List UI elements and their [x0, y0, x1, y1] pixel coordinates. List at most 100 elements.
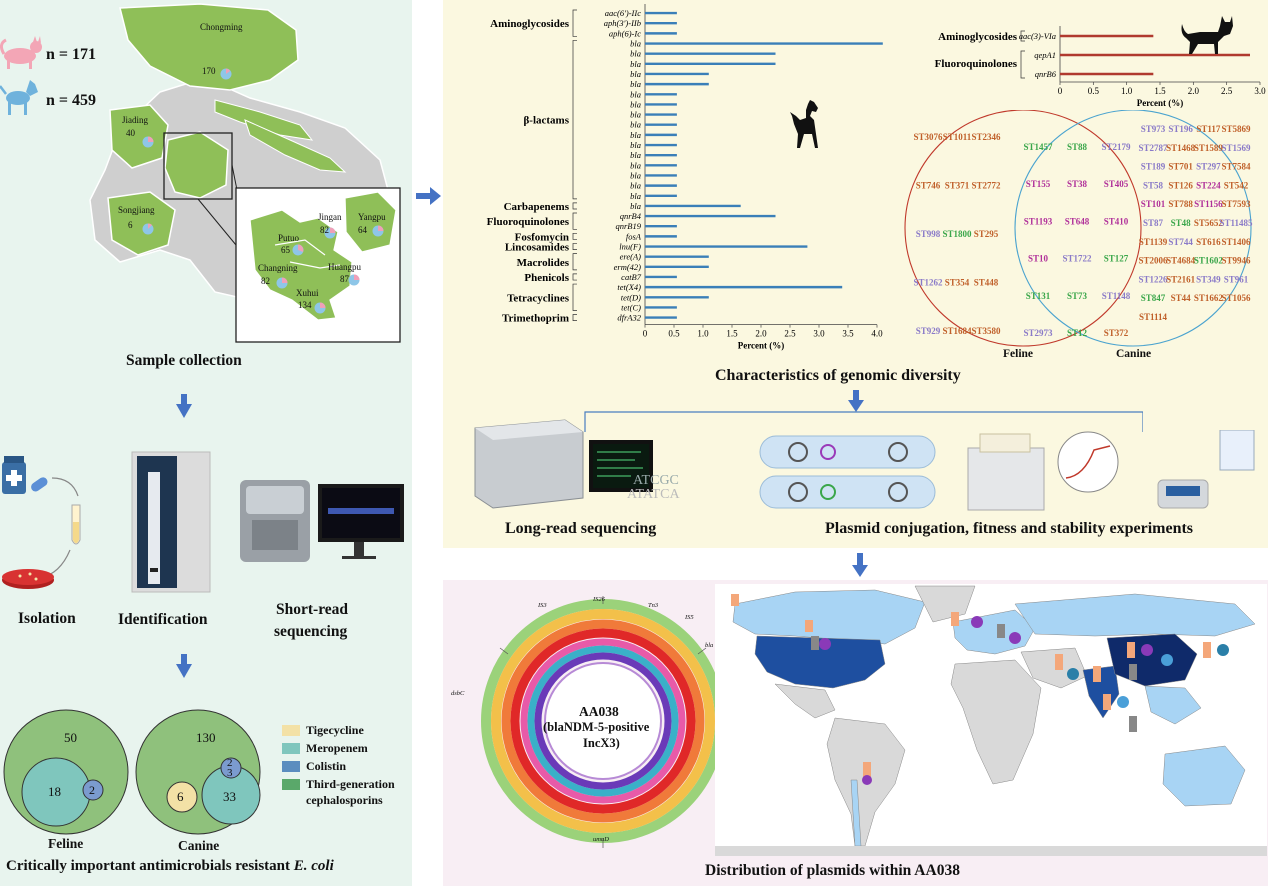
jiading-district [109, 104, 169, 169]
st-label: ST2179 [1101, 142, 1131, 152]
group-label: Tetracyclines [507, 292, 570, 304]
region-songjiang: Songjiang [118, 205, 155, 215]
x-tick-label: 0.5 [668, 329, 680, 339]
st-label: ST973 [1141, 124, 1166, 134]
st-label: ST1457 [1023, 142, 1053, 152]
st-label: ST2006 [1138, 256, 1168, 266]
x-tick-label: 3.0 [1254, 86, 1266, 96]
region-jiading: Jiading [122, 115, 148, 125]
feline-venn [3, 709, 129, 835]
x-tick-label: 4.0 [871, 329, 883, 339]
plasmid-experiment-icons [759, 430, 1255, 511]
resistance-gene-bar-chart: aac(6')-IIcaph(3')-IIbaph(6)-Icblablabla… [487, 4, 883, 351]
usa-shape [754, 635, 886, 689]
x-axis-title: Percent (%) [1137, 98, 1184, 108]
ring-subtitle-2: IncX3) [583, 736, 620, 750]
st-label: ST5869 [1221, 124, 1251, 134]
st-label: ST189 [1141, 162, 1166, 172]
st-label: ST1148 [1102, 291, 1131, 301]
legend-third-gen: Third-generation [306, 777, 395, 791]
st-label: ST1569 [1221, 143, 1251, 153]
gene-label: bla [630, 160, 641, 170]
diversity-caption: Characteristics of genomic diversity [715, 367, 961, 384]
st-label: ST117 [1196, 124, 1221, 134]
cat-icon [0, 36, 42, 69]
st-label: ST1722 [1062, 254, 1092, 264]
st-label: ST929 [916, 326, 941, 336]
feline-label: Feline [48, 836, 84, 851]
greenland-shape [914, 585, 976, 623]
gene-label: catB7 [621, 272, 642, 282]
feline-small-count: 2 [89, 783, 95, 797]
gene-label: bla [630, 39, 641, 49]
dog-silhouette-icon [790, 100, 818, 148]
long-read-sequencer-icon: ATCGC ATATCA [474, 419, 680, 509]
st-label: ST10 [1028, 254, 1049, 264]
x-axis-title: Percent (%) [738, 341, 785, 351]
st-label: ST4684 [1166, 256, 1196, 266]
dog-icon [0, 80, 38, 115]
st-label: ST295 [974, 229, 999, 239]
st-label: ST372 [1104, 328, 1129, 338]
x-tick-label: 0.5 [1088, 86, 1100, 96]
left-panel-graphics [0, 3, 404, 835]
group-bracket [572, 40, 577, 200]
st-label: ST1406 [1221, 237, 1251, 247]
gene-label: bla [630, 181, 641, 191]
st-label: ST542 [1224, 180, 1249, 190]
st-label: ST58 [1143, 180, 1164, 190]
ring-gene-3: Tn3 [648, 602, 659, 609]
st-label: ST44 [1171, 293, 1192, 303]
st-label: ST297 [1196, 162, 1221, 172]
canine-label: Canine [178, 838, 220, 853]
legend-meropenem: Meropenem [306, 741, 368, 755]
gene-label: bla [630, 79, 641, 89]
svg-text:ATATCA: ATATCA [627, 487, 680, 502]
st-label: ST847 [1141, 293, 1166, 303]
africa-shape [950, 659, 1042, 785]
region-pies [142, 68, 384, 314]
st-label: ST405 [1104, 179, 1129, 189]
svg-text:ATCGC: ATCGC [633, 473, 679, 488]
gene-label: bla [630, 59, 641, 69]
russia-shape [1014, 593, 1256, 637]
region-jingan-count: 82 [320, 225, 329, 235]
st-label: ST3580 [971, 326, 1001, 336]
group-bracket [572, 232, 577, 240]
island-strip-2 [244, 119, 347, 173]
st-label: ST1602 [1194, 256, 1224, 266]
st-label: ST11485 [1219, 218, 1253, 228]
region-yangpu: Yangpu [358, 212, 386, 222]
st-label: ST1114 [1139, 312, 1168, 322]
region-putuo: Putuo [278, 233, 300, 243]
group-bracket [572, 253, 577, 271]
canine-outer-count: 130 [196, 730, 216, 745]
map-markers [731, 594, 1229, 785]
gene-label: bla [630, 130, 641, 140]
x-tick-label: 0 [1058, 86, 1063, 96]
gene-label: qepA1 [1034, 50, 1056, 60]
plasmid-distribution-panel: IS3 IS26 Tn3 IS5 bla tra dsbC umuD AA038… [443, 580, 1268, 886]
region-changning: Changning [258, 263, 298, 273]
group-bracket [572, 273, 577, 281]
gene-label: tet(D) [621, 292, 641, 302]
short-read-caption-2: sequencing [274, 623, 348, 640]
st-label: ST998 [916, 229, 941, 239]
feline-inner-count: 18 [48, 784, 61, 799]
st-label: ST354 [945, 278, 970, 288]
st-label: ST2973 [1023, 328, 1053, 338]
st-label: ST224 [1196, 180, 1221, 190]
st-label: ST155 [1026, 179, 1051, 189]
group-label: Aminoglycosides [490, 18, 570, 30]
down-arrow-1 [176, 394, 192, 418]
gene-label: tet(X4) [617, 282, 641, 292]
gene-label: qnrB4 [620, 211, 642, 221]
st-label: ST349 [1196, 274, 1221, 284]
st-label: ST87 [1143, 218, 1164, 228]
st-label: ST371 [945, 181, 970, 191]
gene-label: fosA [626, 231, 642, 241]
songjiang-district [107, 191, 176, 256]
st-label: ST616 [1196, 237, 1221, 247]
ring-gene-7: dsbC [451, 690, 465, 697]
legend-cephalosporins: cephalosporins [306, 793, 383, 807]
